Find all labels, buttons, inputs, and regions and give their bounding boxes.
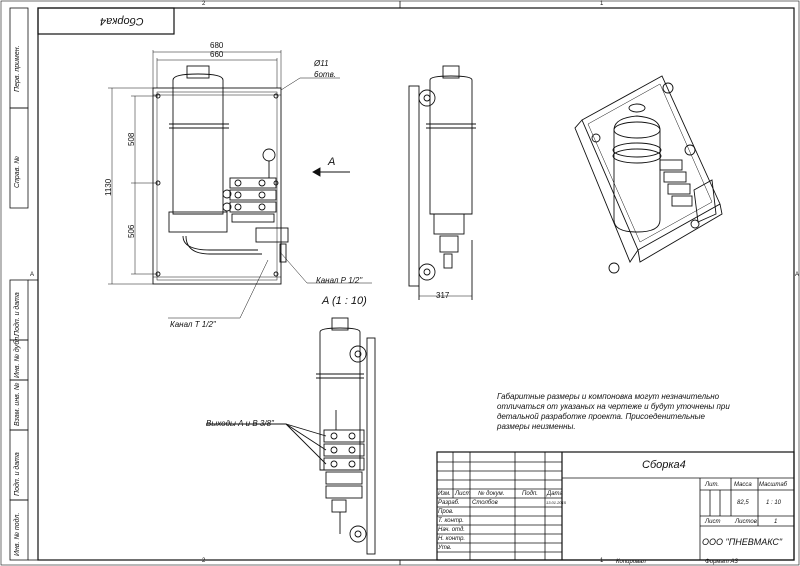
note-line-1: Габаритные размеры и компоновка могут не… (497, 392, 720, 401)
kanal-p-label: Канал Р 1/2" (316, 276, 363, 285)
dim-hole-diameter: Ø11 (314, 59, 329, 68)
dim-1130: 1130 (104, 178, 113, 196)
zone-label-bottom-left: 2 (202, 558, 206, 564)
tb-format: Формат А3 (705, 559, 738, 565)
zone-label-side-left: A (30, 272, 35, 278)
view-a (206, 317, 376, 555)
tb-n-kontr: Н. контр. (438, 536, 466, 542)
tb-prov: Пров. (438, 509, 454, 515)
tb-utv: Утв. (438, 545, 452, 551)
kanal-t-label: Канал Т 1/2" (170, 320, 216, 329)
margin-label-sprav-no: Справ. № (14, 156, 21, 188)
margin-label-inv-dubl: Инв. № дубл. (14, 334, 21, 378)
tb-data: Дата (547, 491, 563, 497)
tb-podp: Подп. (522, 491, 538, 497)
margin-label-inv-podl: Инв. № подл. (14, 512, 21, 556)
side-view (408, 65, 476, 300)
margin-label-podp-data-1: Подп. и дата (14, 292, 21, 336)
view-a-title: A (1 : 10) (322, 295, 367, 307)
sheet-inner-frame (37, 7, 795, 561)
tb-masshtab-label: Масштаб (759, 482, 788, 488)
front-valve-stack (222, 148, 277, 223)
dim-317: 317 (436, 291, 450, 300)
tb-massa-value: 82,5 (737, 500, 749, 506)
tb-list: Лист (455, 491, 471, 497)
tb-listov-label: Листов (735, 519, 757, 525)
tb-nach-otd: Нач. отд. (438, 527, 465, 533)
zone-label-side-right: A (795, 272, 800, 278)
tb-doc-title: Сборка4 (642, 459, 686, 471)
note-line-4: размеры неизменны. (497, 422, 576, 431)
isometric-view (574, 75, 723, 274)
zone-label-bottom-right: 1 (600, 558, 604, 564)
dim-508: 508 (127, 132, 136, 146)
note-block: Габаритные размеры и компоновка могут не… (497, 392, 730, 432)
margin-label-vzam-inv: Взам. инв. № (14, 382, 21, 426)
tb-razrab-date: 13.01.2015 (546, 500, 567, 505)
note-line-2: отличаться от указаных на чертеже и буду… (497, 402, 730, 411)
zone-label-top-left: 2 (202, 1, 206, 7)
tb-listov-value: 1 (774, 519, 778, 525)
tb-masshtab-value: 1 : 10 (766, 500, 782, 506)
stamp-title: Сборка4 (100, 15, 144, 27)
dim-506: 506 (127, 224, 136, 238)
dim-holes-count: 6отв. (314, 70, 336, 79)
tb-lit-label: Лит. (705, 482, 720, 488)
tb-razrab-name: Столбов (472, 500, 498, 506)
dim-680: 680 (210, 41, 224, 50)
dim-660: 660 (210, 50, 224, 59)
outputs-label: Выходы А и В 3/8" (206, 419, 274, 428)
zone-label-top-right: 1 (600, 1, 604, 7)
margin-label-perv-primen: Перв. примен. (14, 45, 21, 92)
title-block (436, 451, 795, 561)
note-line-3: детальной разработке проекта. Присоедени… (497, 412, 705, 421)
left-margin-boxes (9, 7, 38, 561)
tb-company: ООО "ПНЕВМАКС" (702, 537, 783, 547)
tb-massa-label: Масса (734, 482, 752, 488)
tb-kopiroval: Копировал (616, 559, 646, 565)
margin-label-podp-data-2: Подп. и дата (14, 452, 21, 496)
tb-izm: Изм. (438, 491, 451, 497)
stamp-box (37, 7, 175, 35)
front-view (152, 65, 350, 285)
view-direction-label: A (328, 156, 336, 168)
tb-list-label: Лист (705, 519, 721, 525)
tb-t-kontr: Т. контр. (438, 518, 464, 524)
tb-razrab: Разраб. (438, 500, 460, 506)
front-dimensions (108, 50, 372, 319)
tb-no-dokum: № докум. (478, 491, 505, 497)
